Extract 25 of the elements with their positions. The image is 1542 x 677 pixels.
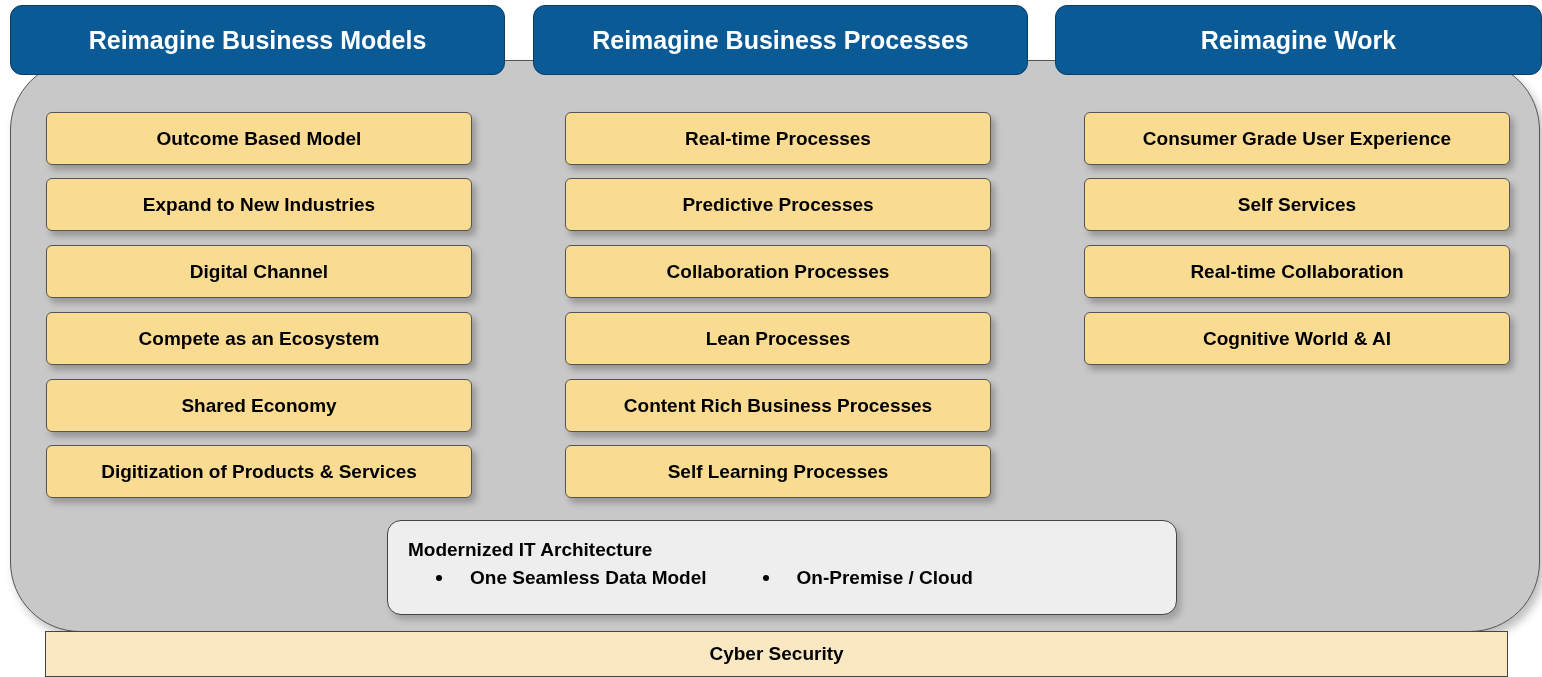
item-box: Self Learning Processes bbox=[565, 445, 991, 498]
item-box: Self Services bbox=[1084, 178, 1510, 231]
box-heading: Modernized IT Architecture bbox=[408, 539, 654, 561]
item-box: Consumer Grade User Experience bbox=[1084, 112, 1510, 165]
item-box: Cognitive World & AI bbox=[1084, 312, 1510, 365]
item-box: Real-time Processes bbox=[565, 112, 991, 165]
item-box: Predictive Processes bbox=[565, 178, 991, 231]
item-box: Content Rich Business Processes bbox=[565, 379, 991, 432]
column-header: Reimagine Business Models bbox=[10, 5, 505, 75]
item-box: Shared Economy bbox=[46, 379, 472, 432]
item-box: Collaboration Processes bbox=[565, 245, 991, 298]
item-box: Real-time Collaboration bbox=[1084, 245, 1510, 298]
item-box: Lean Processes bbox=[565, 312, 991, 365]
item-box: Digitization of Products & Services bbox=[46, 445, 472, 498]
item-box: Compete as an Ecosystem bbox=[46, 312, 472, 365]
item-box: Expand to New Industries bbox=[46, 178, 472, 231]
bullet-text: One Seamless Data Model bbox=[470, 567, 707, 589]
item-box: Digital Channel bbox=[46, 245, 472, 298]
architecture-box bbox=[387, 520, 1177, 615]
item-box: Outcome Based Model bbox=[46, 112, 472, 165]
panel-background bbox=[10, 60, 1540, 632]
column-header: Reimagine Business Processes bbox=[533, 5, 1028, 75]
foundation-bar: Cyber Security bbox=[45, 631, 1508, 677]
bullet-text: On-Premise / Cloud bbox=[796, 567, 973, 589]
column-header: Reimagine Work bbox=[1055, 5, 1542, 75]
